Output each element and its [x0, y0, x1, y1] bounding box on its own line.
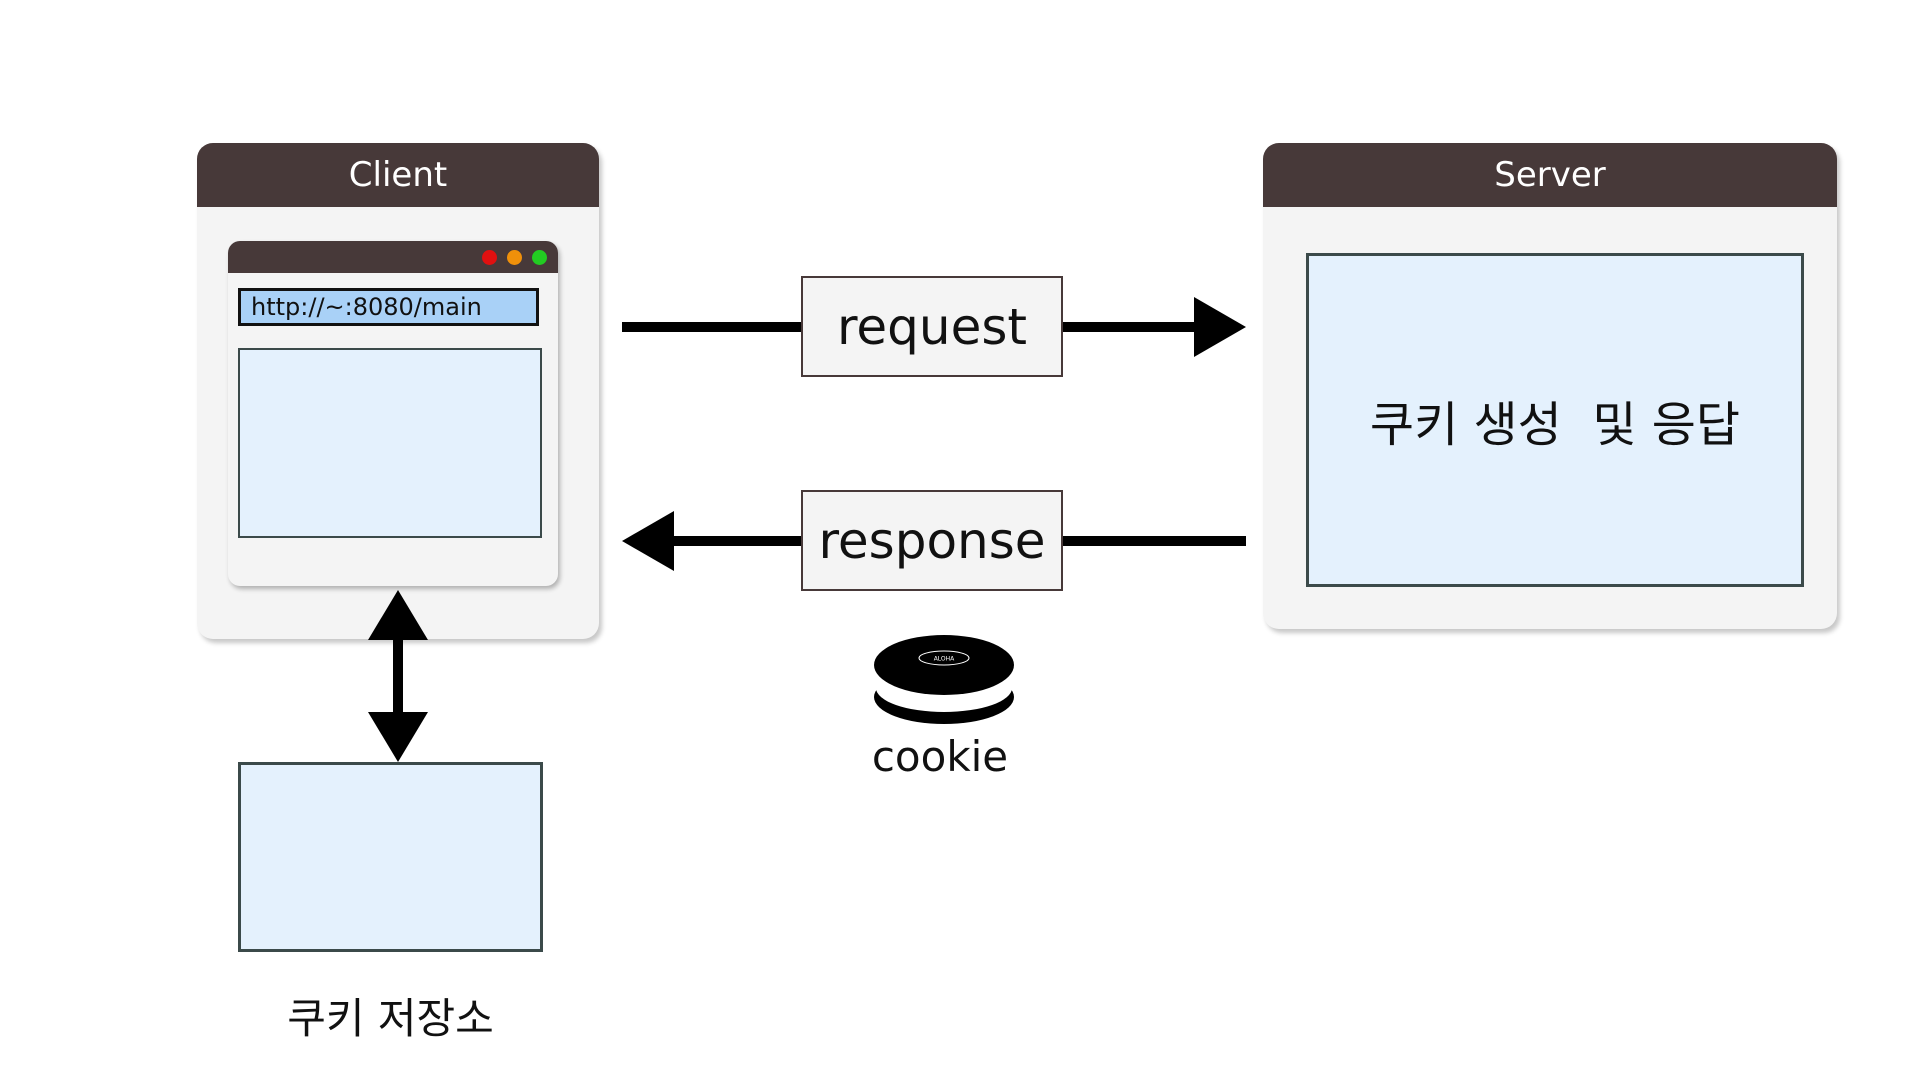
- cookie-icon: ALOHA: [874, 635, 1014, 724]
- cookie-emblem-text: ALOHA: [934, 656, 955, 663]
- close-dot-icon: [482, 250, 497, 265]
- browser-content-area: [238, 348, 542, 538]
- browser-window: http://~:8080/main: [228, 241, 558, 586]
- cookie-label: cookie: [871, 732, 1009, 781]
- server-content-box: 쿠키 생성 및 응답: [1306, 253, 1804, 587]
- address-bar: http://~:8080/main: [238, 288, 539, 326]
- client-title: Client: [197, 143, 599, 207]
- cookie-storage-label: 쿠키 저장소: [287, 994, 494, 1043]
- browser-title-bar: [228, 241, 558, 273]
- response-box: response: [801, 490, 1063, 591]
- minimize-dot-icon: [507, 250, 522, 265]
- cookie-storage-box: [238, 762, 543, 952]
- request-box: request: [801, 276, 1063, 377]
- maximize-dot-icon: [532, 250, 547, 265]
- server-title: Server: [1263, 143, 1837, 207]
